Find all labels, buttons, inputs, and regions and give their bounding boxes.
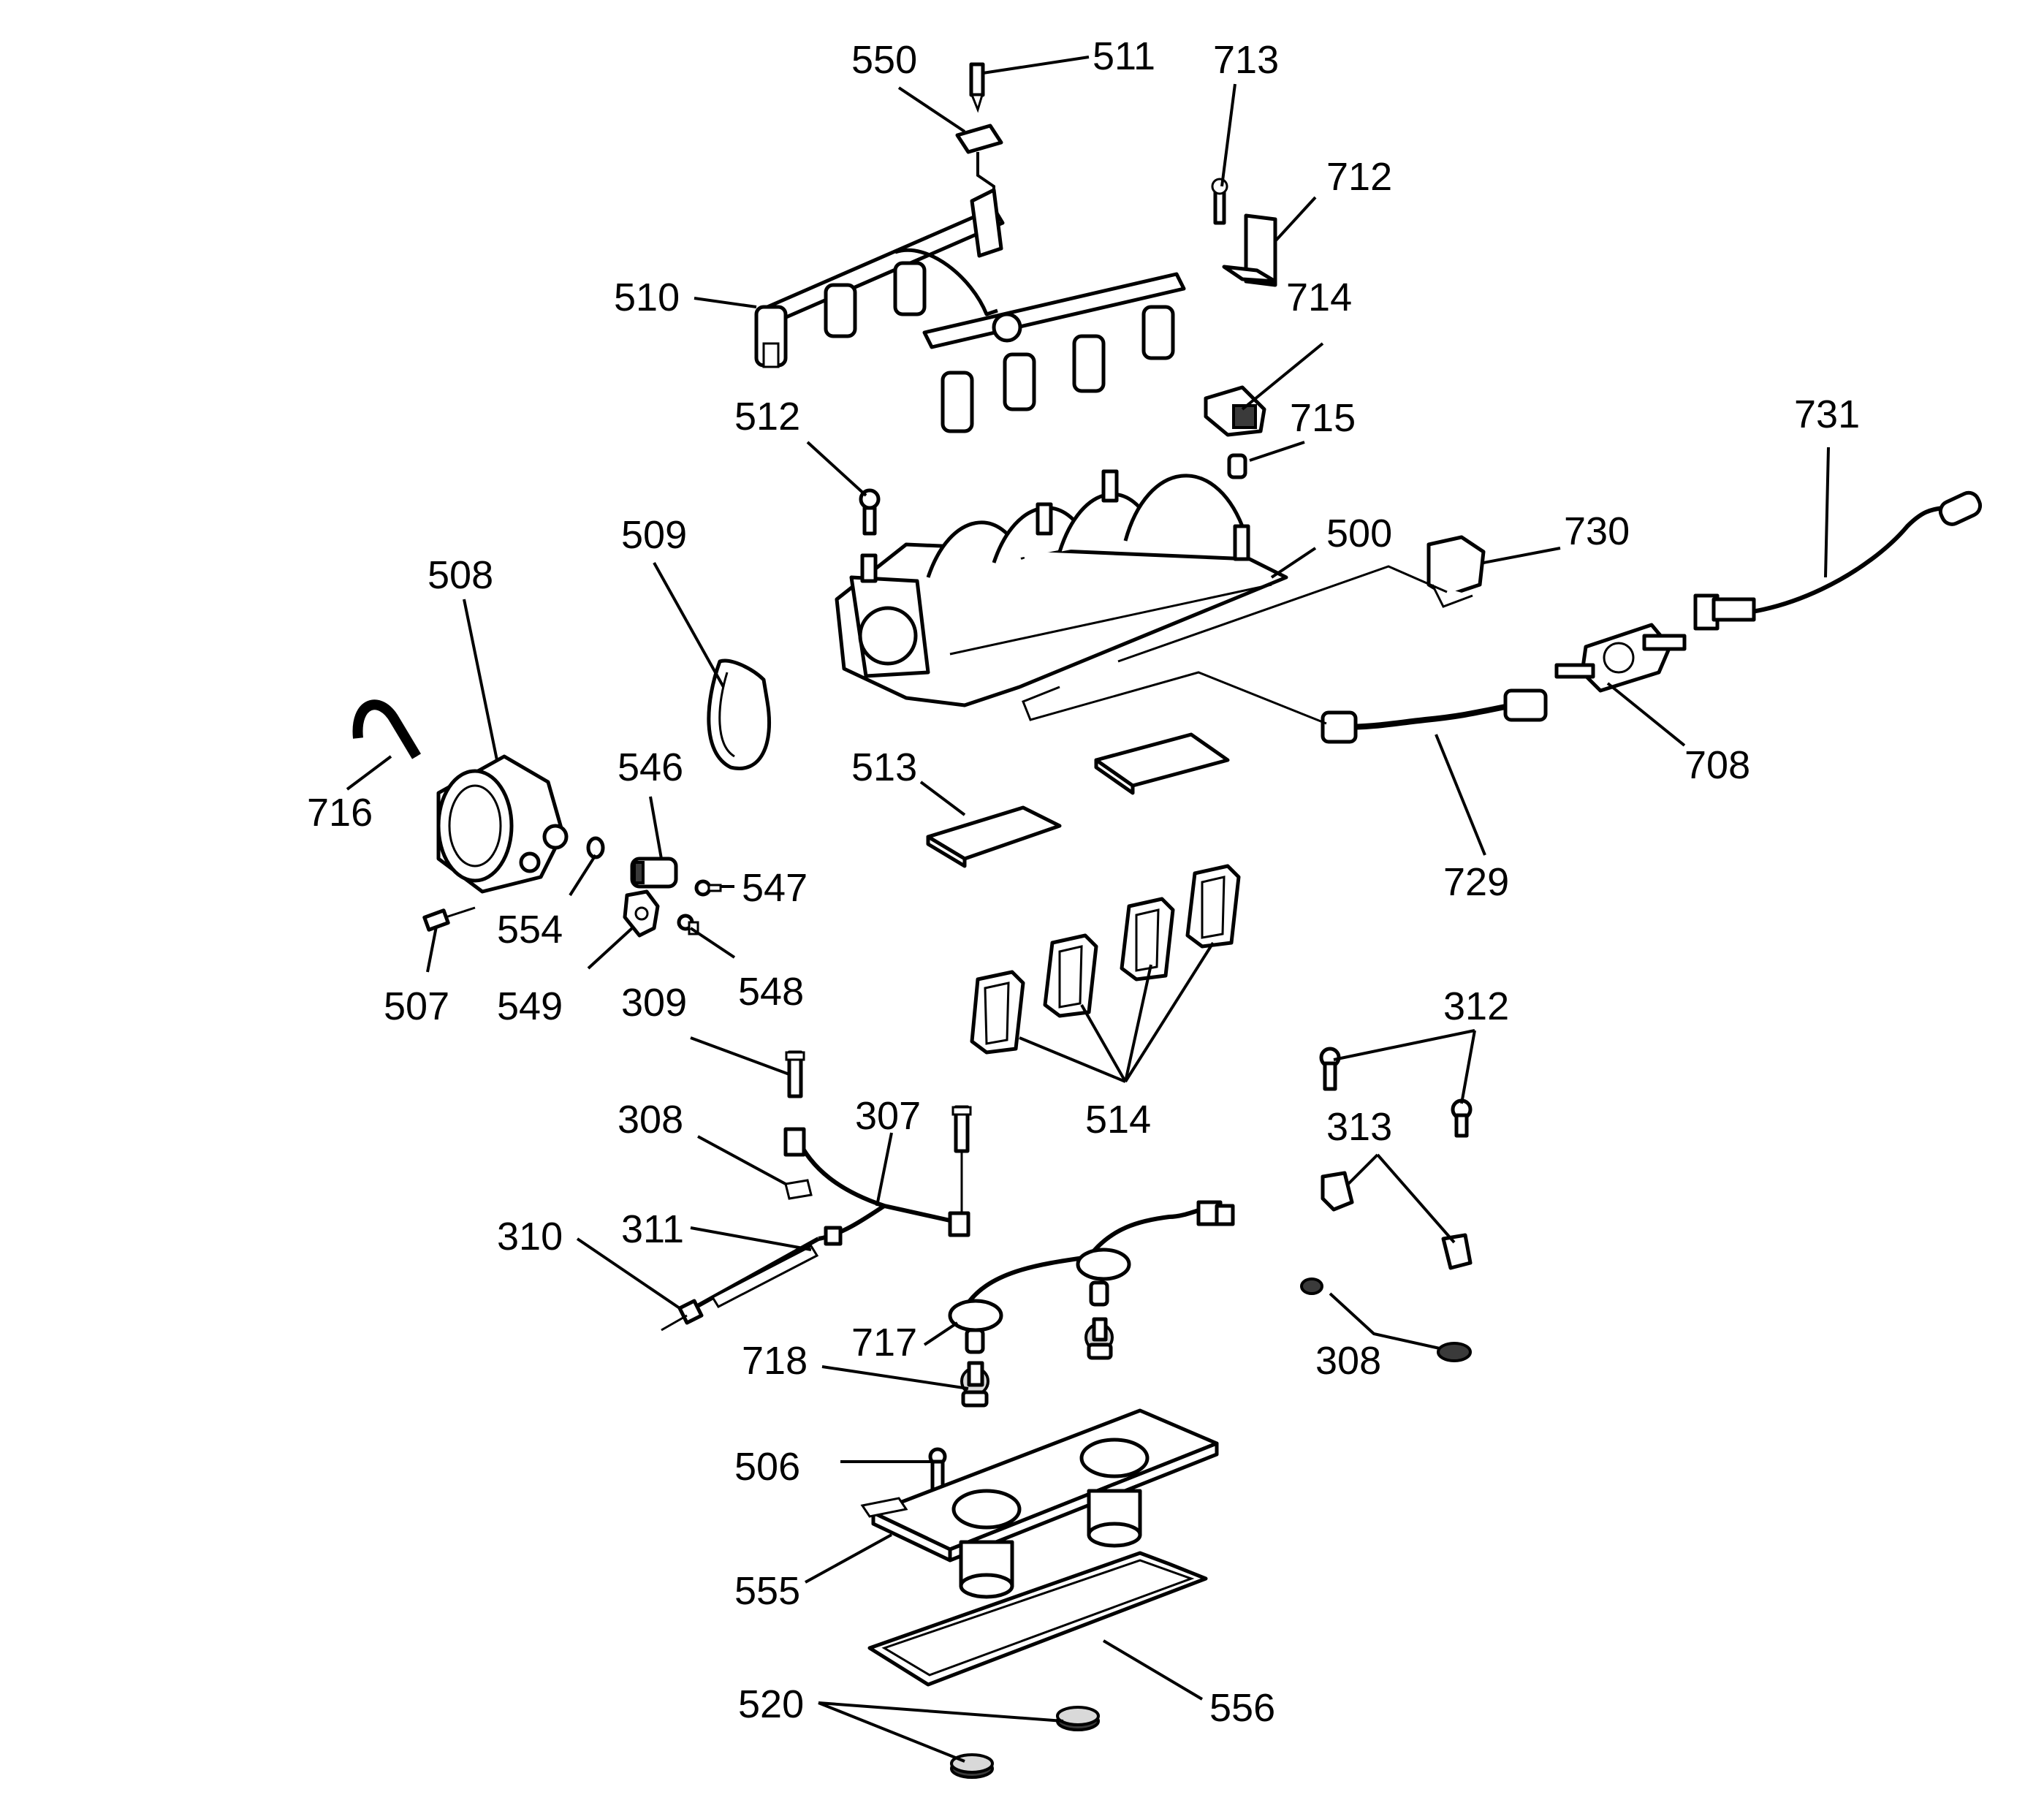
part-712-bracket bbox=[1222, 213, 1277, 287]
part-547-screw bbox=[694, 879, 722, 897]
callout-308-lower: 308 bbox=[1315, 1339, 1381, 1383]
part-713-bolt bbox=[1211, 178, 1228, 225]
part-520-plug bbox=[1056, 1706, 1100, 1731]
part-730-bracket bbox=[1426, 535, 1486, 608]
part-509-gasket bbox=[707, 658, 772, 770]
callout-514: 514 bbox=[1085, 1098, 1151, 1142]
part-550-plate bbox=[955, 124, 1003, 219]
part-514-gasket bbox=[970, 970, 1025, 1055]
part-548-screw bbox=[677, 914, 699, 935]
part-308-grommet bbox=[1300, 1277, 1472, 1362]
fuel-injector bbox=[1003, 352, 1036, 411]
callout-500: 500 bbox=[1326, 512, 1392, 555]
part-513-pad bbox=[926, 805, 1062, 868]
fuel-injector bbox=[941, 371, 974, 433]
part-512-bolt bbox=[859, 488, 881, 536]
part-510-fuel-rail bbox=[754, 188, 1186, 433]
callout-520: 520 bbox=[738, 1682, 804, 1726]
callout-308-upper: 308 bbox=[618, 1098, 683, 1142]
part-312-bolt bbox=[1451, 1098, 1473, 1138]
callout-311: 311 bbox=[621, 1207, 684, 1251]
callout-507: 507 bbox=[384, 984, 449, 1028]
part-718-knock-sensor bbox=[1084, 1280, 1114, 1360]
callout-554: 554 bbox=[497, 908, 563, 952]
callout-546: 546 bbox=[618, 745, 683, 789]
part-514-gasket bbox=[1043, 933, 1098, 1018]
fuel-injector bbox=[824, 283, 857, 338]
part-716-hose bbox=[352, 699, 422, 759]
part-311-sleeve bbox=[685, 1226, 843, 1314]
callout-511: 511 bbox=[1093, 34, 1155, 78]
callout-708: 708 bbox=[1684, 743, 1750, 787]
part-514-gasket bbox=[1185, 864, 1241, 949]
callout-547: 547 bbox=[742, 866, 808, 910]
part-511-bolt bbox=[969, 62, 985, 113]
part-508-throttle-body bbox=[436, 754, 569, 894]
callout-548: 548 bbox=[738, 970, 804, 1014]
part-307-stud bbox=[951, 1105, 972, 1220]
fuel-injector bbox=[1141, 305, 1175, 360]
callout-508: 508 bbox=[428, 553, 493, 597]
callout-731: 731 bbox=[1794, 392, 1860, 436]
callout-312: 312 bbox=[1443, 984, 1509, 1028]
part-708-regulator bbox=[1554, 623, 1687, 693]
callout-506: 506 bbox=[734, 1445, 800, 1489]
callout-labels: 550 511 713 712 510 714 512 715 731 509 … bbox=[307, 34, 1860, 1730]
part-312-bolt bbox=[1319, 1047, 1341, 1091]
callout-717: 717 bbox=[851, 1321, 917, 1364]
callout-549: 549 bbox=[497, 984, 563, 1028]
callout-512: 512 bbox=[734, 395, 800, 438]
part-310-clip bbox=[661, 1299, 704, 1332]
part-500-intake-manifold bbox=[835, 469, 1288, 707]
callout-712: 712 bbox=[1326, 155, 1392, 199]
leader-lines bbox=[346, 56, 1830, 1763]
part-729-fuel-line bbox=[1321, 688, 1548, 744]
callout-714: 714 bbox=[1286, 276, 1352, 319]
callout-716: 716 bbox=[307, 791, 373, 835]
callout-310: 310 bbox=[497, 1215, 563, 1258]
callout-729: 729 bbox=[1443, 860, 1509, 904]
fuel-injector bbox=[1072, 334, 1106, 393]
part-554-o-ring bbox=[586, 836, 605, 859]
callout-730: 730 bbox=[1564, 509, 1630, 553]
callout-313: 313 bbox=[1326, 1105, 1392, 1149]
part-513-pad bbox=[1094, 732, 1230, 795]
callout-556: 556 bbox=[1209, 1686, 1275, 1730]
callout-713: 713 bbox=[1213, 38, 1279, 82]
callout-715: 715 bbox=[1290, 396, 1356, 440]
fuel-injector bbox=[754, 305, 788, 368]
part-313-clip bbox=[1321, 1171, 1354, 1212]
callout-510: 510 bbox=[614, 276, 680, 319]
fuel-injector bbox=[893, 261, 927, 316]
part-731-harness bbox=[1693, 490, 1983, 631]
part-307-harness bbox=[783, 1127, 970, 1241]
part-514-gasket bbox=[1120, 897, 1175, 982]
part-717-harness bbox=[948, 1200, 1235, 1332]
part-715-seal bbox=[1227, 453, 1247, 479]
callout-550: 550 bbox=[851, 38, 917, 82]
callout-555: 555 bbox=[734, 1569, 800, 1613]
part-549-sensor bbox=[623, 889, 660, 938]
callout-513: 513 bbox=[851, 745, 917, 789]
part-718-knock-sensor bbox=[960, 1328, 989, 1408]
part-546-sensor bbox=[630, 857, 678, 889]
callout-718: 718 bbox=[742, 1339, 808, 1383]
part-556-gasket bbox=[867, 1551, 1208, 1687]
callout-509: 509 bbox=[621, 513, 687, 557]
part-313-clip bbox=[1441, 1233, 1473, 1270]
callout-309: 309 bbox=[621, 981, 687, 1025]
callout-307: 307 bbox=[855, 1094, 921, 1138]
part-714-sensor bbox=[1204, 385, 1266, 437]
part-555-valley-cover bbox=[860, 1408, 1219, 1599]
part-507-bolt bbox=[422, 906, 476, 932]
